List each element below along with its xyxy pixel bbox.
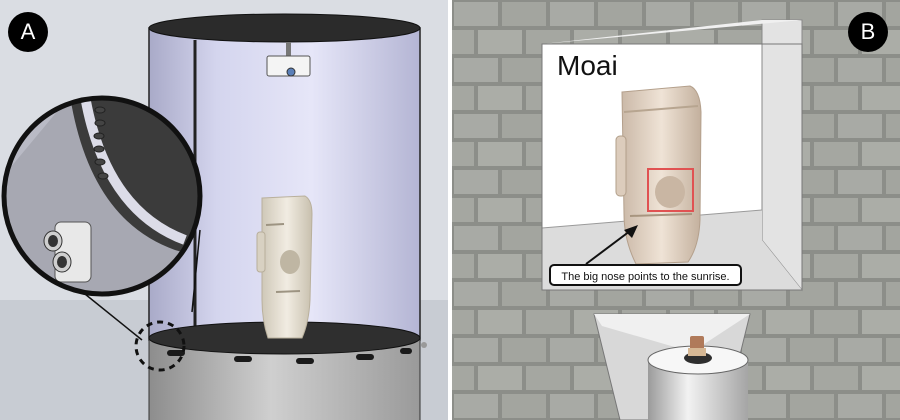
display-title: Moai [557, 50, 618, 81]
pedestal [593, 313, 751, 420]
panel-a [0, 0, 448, 420]
panel-a-badge: A [8, 12, 48, 52]
nose-highlight-box [647, 168, 694, 212]
panel-b-badge: B [848, 12, 888, 52]
panel-b-illustration [452, 0, 900, 420]
panel-a-illustration [0, 0, 448, 420]
moai-statue [256, 195, 313, 339]
panel-divider [448, 0, 452, 420]
projector-icon [266, 42, 311, 77]
zoom-inset [4, 98, 200, 294]
ultrasonic-sensor-icon [43, 221, 92, 283]
panel-b [452, 0, 900, 420]
moai-statue [615, 85, 702, 265]
callout-label: The big nose points to the sunrise. [549, 264, 742, 286]
callout-arrow [585, 227, 635, 265]
